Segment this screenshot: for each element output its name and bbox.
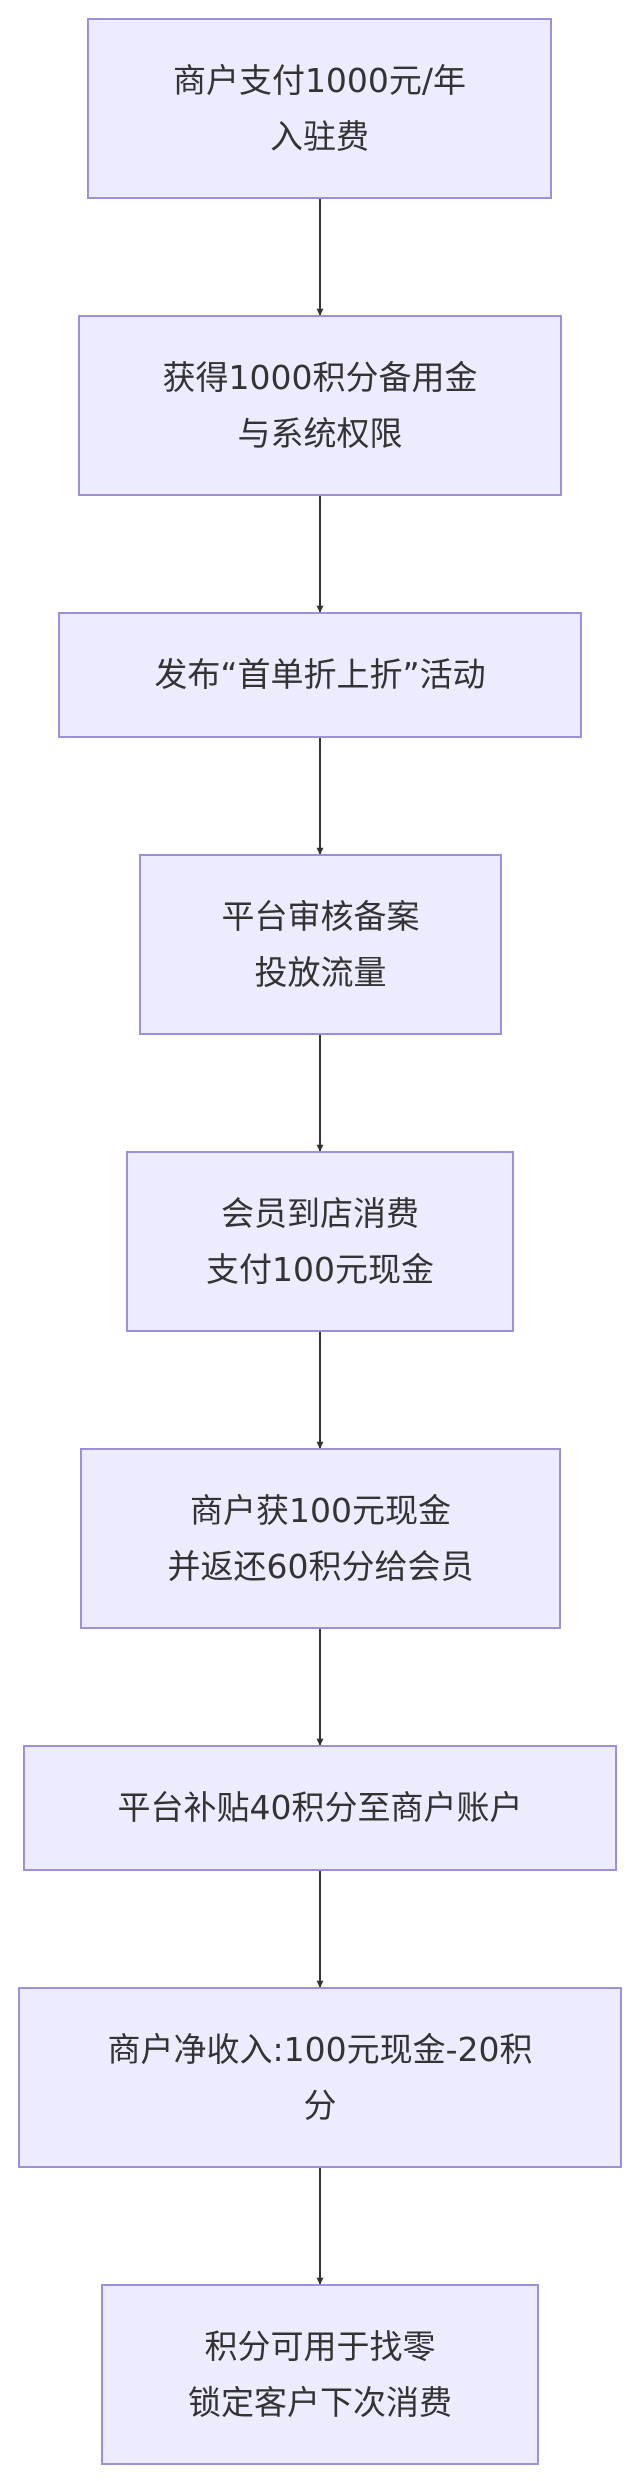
node-receive-points-reserve: 获得1000积分备用金 与系统权限 [78,315,562,496]
node-member-visits-store: 会员到店消费 支付100元现金 [126,1151,514,1332]
node-text-line: 发布“首单折上折”活动 [154,655,486,694]
node-text-line: 获得1000积分备用金 [162,357,478,397]
node-publish-campaign: 发布“首单折上折”活动 [58,612,582,738]
node-text-line: 商户支付1000元/年 [172,60,467,100]
node-text-line: 商户净收入:100元现金-20积 [107,2029,533,2069]
node-merchant-returns-points: 商户获100元现金 并返还60积分给会员 [80,1448,561,1629]
node-text-line: 积分可用于找零 [204,2326,436,2366]
node-text-line: 分 [303,2085,337,2125]
node-text-line: 投放流量 [254,952,387,992]
node-text-line: 会员到店消费 [221,1193,419,1233]
node-text-line: 支付100元现金 [206,1249,434,1289]
node-text-line: 与系统权限 [237,413,403,453]
node-merchant-net-income: 商户净收入:100元现金-20积 分 [18,1987,622,2168]
node-points-as-change: 积分可用于找零 锁定客户下次消费 [101,2284,539,2465]
node-text-line: 商户获100元现金 [190,1490,451,1530]
node-platform-subsidy: 平台补贴40积分至商户账户 [23,1745,617,1871]
node-text-line: 并返还60积分给会员 [167,1546,474,1586]
node-text-line: 入驻费 [270,116,369,156]
node-text-line: 平台补贴40积分至商户账户 [117,1788,523,1827]
node-text-line: 锁定客户下次消费 [188,2382,452,2422]
node-platform-review: 平台审核备案 投放流量 [139,854,502,1035]
node-text-line: 平台审核备案 [221,896,420,936]
node-merchant-pays-fee: 商户支付1000元/年 入驻费 [87,18,552,199]
